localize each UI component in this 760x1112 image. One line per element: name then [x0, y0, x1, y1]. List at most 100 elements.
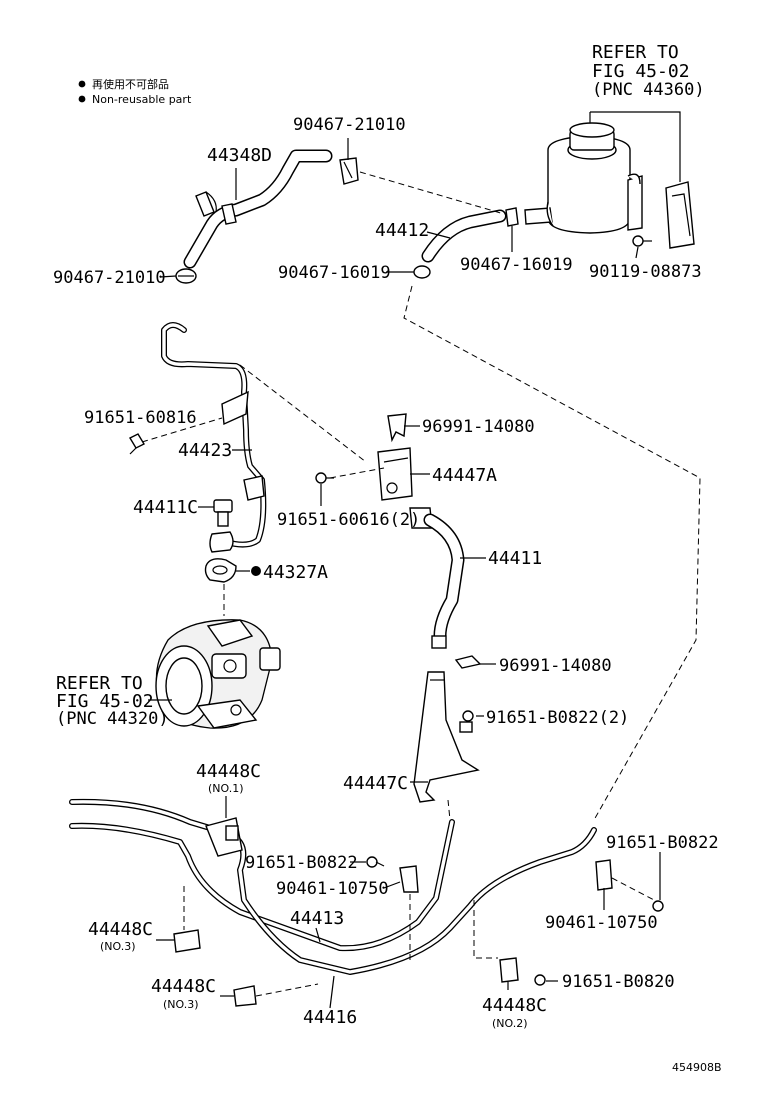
part-sub-no3a: (NO.3)	[100, 940, 136, 953]
part-label: 96991-14080	[404, 417, 535, 437]
part-label: 90467-21010	[293, 115, 406, 160]
dashed-leader	[329, 467, 385, 479]
reservoir-tank-drawing	[524, 122, 695, 249]
part-label: 90461-10750	[276, 879, 401, 899]
part-number-90119-08873: 90119-08873	[589, 262, 702, 282]
bolt-91651-B0820-drawing	[534, 974, 546, 986]
part-label: 90467-16019	[460, 226, 573, 275]
part-label: 44411	[460, 548, 542, 569]
part-number-91651-B0820: 91651-B0820	[562, 972, 675, 992]
clamp-44448C-no3a-drawing	[173, 929, 201, 953]
bolt-91651-B0822-mid-drawing	[366, 856, 385, 868]
part-label: 44423	[178, 440, 252, 461]
part-label: 91651-B0822	[606, 833, 719, 900]
part-number-90467-16019-left: 90467-16019	[278, 263, 391, 283]
bracket-44447A-drawing	[377, 447, 413, 501]
clamp-44448C-no2-drawing	[499, 957, 519, 983]
part-label: 90461-10750	[545, 888, 658, 933]
part-label: 91651-B0822(2)	[462, 708, 629, 728]
part-sub-no1: (NO.1)	[208, 782, 244, 795]
part-number-44348D: 44348D	[207, 145, 272, 166]
dashed-leader	[403, 285, 701, 821]
part-number-44416: 44416	[303, 1007, 357, 1028]
legend: 再使用不可部品 Non-reusable part	[78, 77, 192, 106]
part-label: 91651-60616(2)	[277, 484, 420, 530]
part-label: 90119-08873	[589, 246, 702, 282]
dashed-leader	[359, 171, 505, 215]
part-label: 44411C	[133, 497, 214, 518]
hose-44348D-drawing	[183, 149, 333, 269]
dashed-leader	[447, 799, 451, 821]
part-number-44411C: 44411C	[133, 497, 198, 518]
part-number-44448C-no3b: 44448C	[151, 976, 216, 997]
refer-reservoir-line1: REFER TO	[592, 42, 679, 63]
part-sub-no3b: (NO.3)	[163, 998, 199, 1011]
clamp-90467-21010-left-drawing	[175, 268, 197, 284]
legend-japanese: 再使用不可部品	[92, 77, 169, 91]
leader-line	[590, 111, 681, 182]
part-number-91651-B0822-right: 91651-B0822	[606, 833, 719, 853]
clamp-44448C-no3b-drawing	[233, 985, 257, 1007]
legend-bullet-icon	[78, 95, 86, 103]
part-number-91651-60616-2: 91651-60616(2)	[277, 510, 420, 530]
part-label: 96991-14080	[480, 656, 612, 676]
part-label: 44447A	[410, 465, 497, 486]
refer-pump-line2: FIG 45-02	[56, 691, 154, 712]
part-label: 44327A	[236, 562, 328, 583]
part-number-44448C-no3a: 44448C	[88, 919, 153, 940]
union-44411C-drawing	[213, 499, 233, 527]
clamp-90467-21010-top-drawing	[339, 157, 359, 185]
part-number-44412: 44412	[375, 220, 429, 241]
part-label: 44448C (NO.2)	[482, 982, 547, 1030]
refer-pump-line1: REFER TO	[56, 673, 143, 694]
legend-english: Non-reusable part	[92, 93, 192, 106]
bolt-91651-60616-drawing	[315, 472, 334, 484]
part-label: 44448C (NO.3)	[88, 919, 174, 953]
dashed-leader	[239, 364, 367, 463]
refer-reservoir-line2: FIG 45-02	[592, 61, 690, 82]
part-number-44413: 44413	[290, 908, 344, 929]
part-label: 44413	[290, 908, 344, 943]
tube-44423-drawing	[161, 322, 267, 553]
bolt-91651-B0822-right-drawing	[652, 900, 664, 912]
part-label: 44447C	[343, 773, 428, 794]
part-number-44411: 44411	[488, 548, 542, 569]
clamp-90461-10750-right-drawing	[595, 859, 613, 891]
part-label: 90467-16019	[278, 263, 414, 283]
part-number-90461-10750-right: 90461-10750	[545, 913, 658, 933]
part-sub-no2: (NO.2)	[492, 1017, 528, 1030]
part-number-44448C-no1: 44448C	[196, 761, 261, 782]
part-label: 91651-B0820	[546, 972, 675, 992]
part-label: 91651-60816	[84, 408, 197, 428]
vane-pump-drawing	[155, 619, 281, 729]
part-label: 44412	[375, 220, 451, 241]
part-number-90467-21010-left: 90467-21010	[53, 268, 166, 288]
figure-id: 454908B	[672, 1061, 722, 1074]
part-label: 44416	[303, 975, 357, 1028]
refer-note-pump: REFER TO FIG 45-02 (PNC 44320)	[56, 673, 172, 729]
part-label: 44448C (NO.1)	[196, 761, 261, 818]
refer-pump-line3: (PNC 44320)	[56, 709, 169, 729]
hose-44411-drawing	[409, 507, 465, 649]
legend-bullet-icon	[78, 80, 86, 88]
part-number-44327A: 44327A	[263, 562, 328, 583]
part-label: 44448C (NO.3)	[151, 976, 234, 1011]
tube-44413-drawing	[69, 819, 455, 952]
part-number-91651-B0822-2: 91651-B0822(2)	[486, 708, 629, 728]
part-number-90461-10750-mid: 90461-10750	[276, 879, 389, 899]
refer-note-reservoir: REFER TO FIG 45-02 (PNC 44360)	[589, 42, 705, 182]
dashed-leader	[141, 417, 223, 443]
clamp-44448C-no1-drawing	[205, 817, 243, 857]
part-number-44447A: 44447A	[432, 465, 497, 486]
dashed-leader	[473, 900, 498, 959]
part-label: 90467-21010	[53, 268, 177, 288]
part-number-90467-21010-top: 90467-21010	[293, 115, 406, 135]
part-number-44447C: 44447C	[343, 773, 408, 794]
part-number-96991-14080-top: 96991-14080	[422, 417, 535, 437]
refer-reservoir-line3: (PNC 44360)	[592, 80, 705, 100]
part-number-44423: 44423	[178, 440, 232, 461]
bolt-90119-08873-drawing	[632, 235, 652, 247]
part-label: 44348D	[207, 145, 272, 200]
part-label: 91651-B0822	[245, 853, 366, 873]
